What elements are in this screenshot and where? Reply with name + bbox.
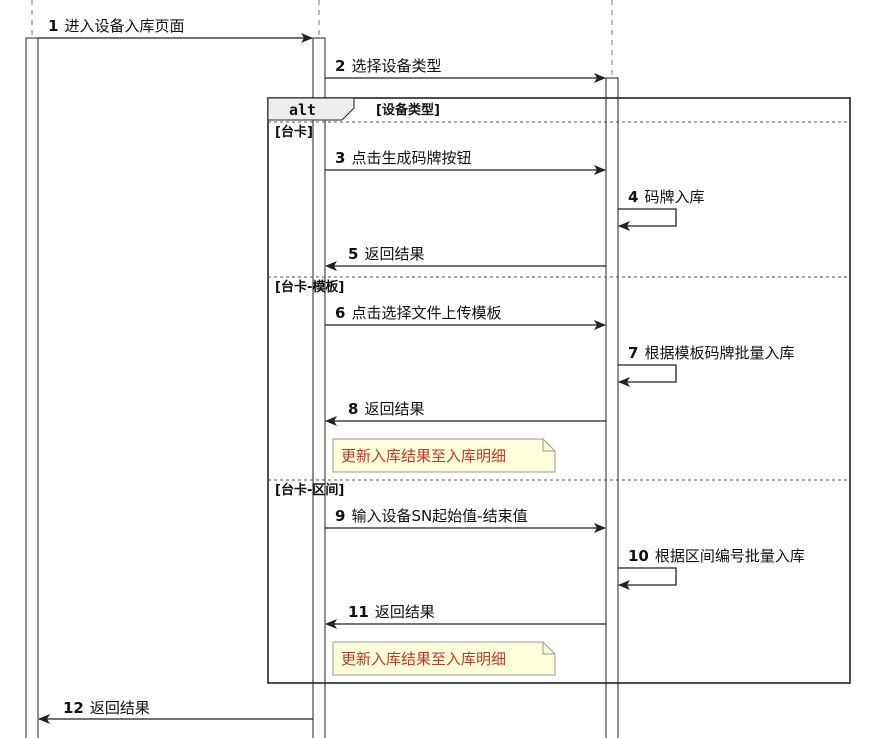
alt-fragment (267, 97, 851, 684)
alt-condition: [设备类型] (376, 102, 440, 118)
note-2-text: 更新入库结果至入库明细 (341, 650, 506, 668)
note-1: 更新入库结果至入库明细 (332, 438, 556, 473)
activation-bar-2 (312, 37, 326, 738)
note-1-text: 更新入库结果至入库明细 (341, 447, 506, 465)
note-2: 更新入库结果至入库明细 (332, 641, 556, 676)
guard-label-1: [台卡] (275, 124, 313, 140)
activation-bar-1 (25, 37, 39, 738)
guard-label-2: [台卡-模板] (275, 279, 344, 295)
alt-operator-tab (267, 97, 355, 121)
message-4-arrow (618, 208, 677, 231)
message-10-arrow (618, 567, 677, 590)
guard-label-3: [台卡-区间] (275, 482, 344, 498)
alt-operator-label: alt (289, 101, 316, 119)
message-7-arrow (618, 364, 677, 387)
activation-bar-3 (605, 77, 619, 738)
